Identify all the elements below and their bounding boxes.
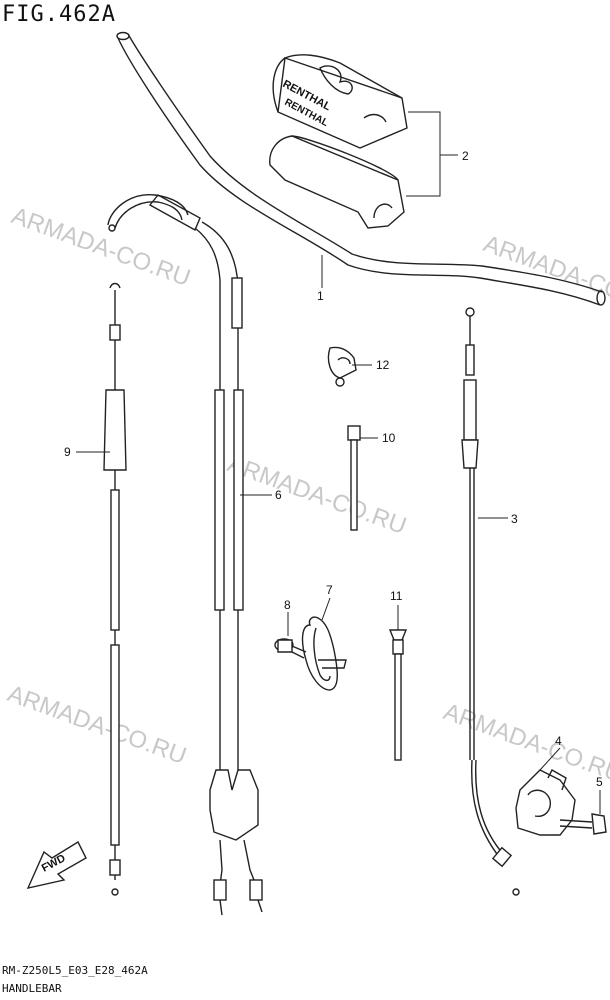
part-label-12: 12 — [376, 358, 390, 372]
fwd-arrow-icon: FWD — [26, 841, 87, 889]
watermark: ARMADA-CO.RU — [8, 202, 194, 292]
part-label-6: 6 — [275, 488, 282, 502]
part-label-7: 7 — [326, 583, 333, 597]
part-label-11: 11 — [390, 589, 403, 603]
part-label-10: 10 — [382, 431, 396, 445]
part-label-4: 4 — [555, 734, 562, 748]
clip-part-7 — [301, 616, 347, 691]
part-label-8: 8 — [284, 598, 291, 612]
part-label-2: 2 — [462, 149, 469, 163]
part-label-3: 3 — [511, 512, 518, 526]
cable-tie-part-10 — [347, 425, 361, 531]
cable-part-9 — [103, 282, 127, 896]
bolt-part-5 — [559, 813, 607, 835]
watermark: ARMADA-CO.RU — [440, 698, 610, 788]
handlebar-part-1 — [116, 31, 606, 306]
part-label-1: 1 — [317, 289, 324, 303]
leader-lines — [76, 111, 601, 814]
figure-code: RM-Z250L5_E03_E28_462A — [2, 964, 148, 977]
bar-pad-part-2: RENTHAL RENTHAL — [269, 54, 408, 229]
throttle-cable-part-6 — [107, 194, 263, 916]
part-label-9: 9 — [64, 445, 71, 459]
cable-tie-part-11 — [388, 629, 408, 761]
holder-part-4 — [515, 769, 576, 836]
figure-subtitle: HANDLEBAR — [2, 982, 62, 995]
part-label-5: 5 — [596, 775, 603, 789]
figure-title: FIG.462A — [2, 2, 116, 27]
watermark: ARMADA-CO.RU — [480, 230, 610, 320]
clamp-part-12 — [327, 346, 357, 387]
clutch-cable-part-3 — [461, 307, 520, 896]
bolt-part-8 — [274, 638, 307, 659]
watermark: ARMADA-CO.RU — [4, 680, 190, 770]
